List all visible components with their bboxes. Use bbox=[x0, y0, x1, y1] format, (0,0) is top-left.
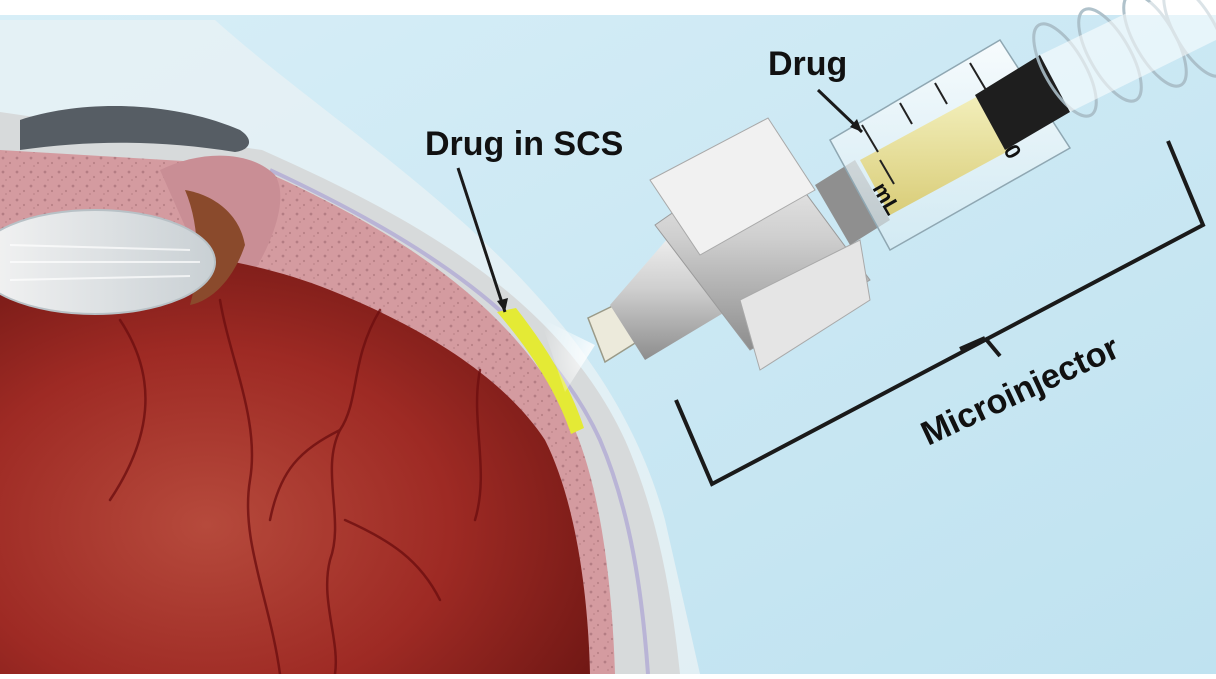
top-white-band bbox=[0, 0, 1216, 15]
drug-in-scs-label: Drug in SCS bbox=[425, 125, 623, 163]
drug-label: Drug bbox=[768, 45, 847, 83]
